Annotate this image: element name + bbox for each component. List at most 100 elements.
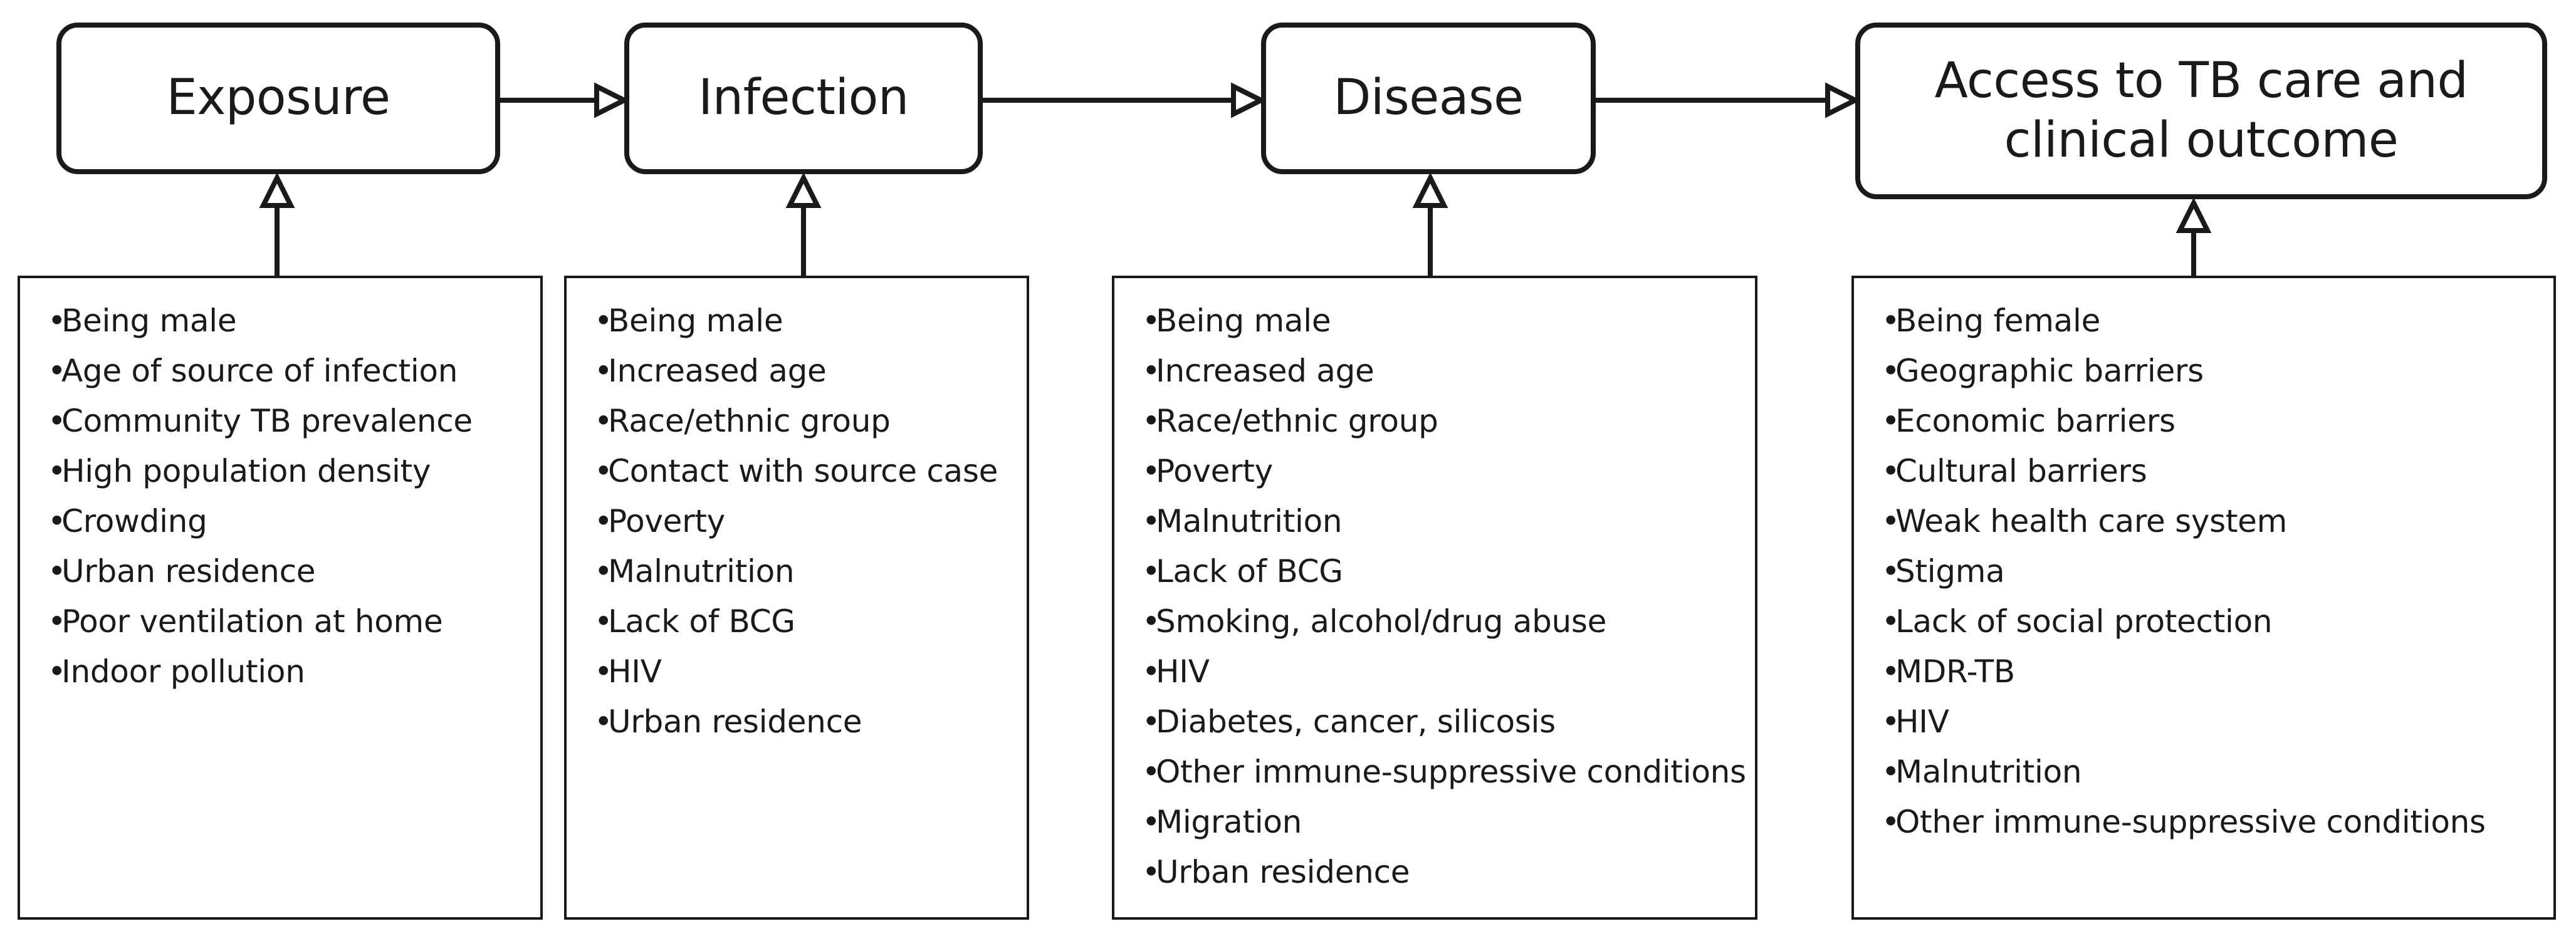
bullet-icon: • <box>48 503 66 539</box>
factor-label: Stigma <box>1895 553 2005 590</box>
list-item: •Smoking, alcohol/drug abuse <box>1142 596 1755 647</box>
list-item: •Crowding <box>48 496 540 546</box>
list-item: •Lack of BCG <box>1142 546 1755 596</box>
bullet-icon: • <box>48 453 66 489</box>
bullet-icon: • <box>1882 453 1900 489</box>
bullet-icon: • <box>1142 854 1161 890</box>
bullet-icon: • <box>48 303 66 339</box>
bullet-icon: • <box>1882 653 1900 690</box>
list-item: •Being male <box>1142 296 1755 346</box>
list-item: •Community TB prevalence <box>48 396 540 446</box>
list-item: •HIV <box>1882 697 2553 747</box>
list-item: •Urban residence <box>1142 847 1755 897</box>
list-item: •HIV <box>1142 647 1755 697</box>
list-item: •Stigma <box>1882 546 2553 596</box>
bullet-icon: • <box>1142 403 1161 439</box>
list-item: •Lack of social protection <box>1882 596 2553 647</box>
bullet-icon: • <box>594 603 613 640</box>
list-item: •Poverty <box>1142 446 1755 496</box>
list-item: •Being male <box>594 296 1027 346</box>
factor-list: •Being male•Increased age•Race/ethnic gr… <box>594 296 1027 747</box>
factor-list: •Being female•Geographic barriers•Econom… <box>1882 296 2553 847</box>
bullet-icon: • <box>48 403 66 439</box>
factor-label: Urban residence <box>61 553 316 590</box>
factor-label: Race/ethnic group <box>608 403 891 439</box>
factor-label: Being male <box>608 303 783 339</box>
bullet-icon: • <box>48 353 66 389</box>
list-item: •Malnutrition <box>1142 496 1755 546</box>
list-item: •Other immune-suppressive conditions <box>1882 797 2553 847</box>
list-item: •Being male <box>48 296 540 346</box>
factor-label: Other immune-suppressive conditions <box>1895 804 2486 840</box>
factor-label: Age of source of infection <box>61 353 458 389</box>
list-item: •HIV <box>594 647 1027 697</box>
list-item: •Race/ethnic group <box>1142 396 1755 446</box>
stage-infection: Infection <box>624 23 983 174</box>
factor-label: Smoking, alcohol/drug abuse <box>1156 603 1607 640</box>
factor-label: Other immune-suppressive conditions <box>1156 754 1746 790</box>
bullet-icon: • <box>594 704 613 740</box>
bullet-icon: • <box>48 603 66 640</box>
factors-infection: •Being male•Increased age•Race/ethnic gr… <box>564 276 1029 920</box>
bullet-icon: • <box>1882 303 1900 339</box>
factor-label: Poverty <box>1156 453 1273 489</box>
bullet-icon: • <box>1882 353 1900 389</box>
list-item: •Other immune-suppressive conditions <box>1142 747 1755 797</box>
factor-label: Poor ventilation at home <box>61 603 443 640</box>
list-item: •Malnutrition <box>1882 747 2553 797</box>
bullet-icon: • <box>1142 704 1161 740</box>
bullet-icon: • <box>1882 403 1900 439</box>
bullet-icon: • <box>1142 653 1161 690</box>
arrowhead-exposure-infection <box>594 82 630 118</box>
bullet-icon: • <box>1882 503 1900 539</box>
factor-label: Indoor pollution <box>61 653 305 690</box>
list-item: •Poor ventilation at home <box>48 596 540 647</box>
list-item: •Urban residence <box>594 697 1027 747</box>
bullet-icon: • <box>1142 754 1161 790</box>
factor-label: Increased age <box>608 353 827 389</box>
list-item: •Poverty <box>594 496 1027 546</box>
factor-label: Urban residence <box>608 704 862 740</box>
list-item: •Increased age <box>1142 346 1755 396</box>
list-item: •Economic barriers <box>1882 396 2553 446</box>
factor-label: HIV <box>1156 653 1210 690</box>
stage-label: Infection <box>698 70 909 127</box>
bullet-icon: • <box>48 653 66 690</box>
factors-exposure: •Being male•Age of source of infection•C… <box>18 276 543 920</box>
factor-label: Race/ethnic group <box>1156 403 1438 439</box>
list-item: •Increased age <box>594 346 1027 396</box>
arrowhead-disease-access <box>1825 82 1861 118</box>
factor-label: Diabetes, cancer, silicosis <box>1156 704 1556 740</box>
factor-label: Increased age <box>1156 353 1374 389</box>
list-item: •Lack of BCG <box>594 596 1027 647</box>
stage-access-to-care: Access to TB care and clinical outcome <box>1855 23 2547 199</box>
factor-label: Poverty <box>608 503 725 539</box>
factor-list: •Being male•Increased age•Race/ethnic gr… <box>1142 296 1755 897</box>
stage-label: Disease <box>1333 70 1524 127</box>
bullet-icon: • <box>594 453 613 489</box>
arrowhead-factors-exposure <box>259 172 295 208</box>
bullet-icon: • <box>594 353 613 389</box>
factor-label: Being male <box>1156 303 1331 339</box>
factor-label: Migration <box>1156 804 1302 840</box>
bullet-icon: • <box>594 503 613 539</box>
factor-label: Economic barriers <box>1895 403 2175 439</box>
bullet-icon: • <box>1142 804 1161 840</box>
factor-label: Lack of BCG <box>608 603 795 640</box>
bullet-icon: • <box>1882 553 1900 590</box>
bullet-icon: • <box>48 553 66 590</box>
factor-label: Malnutrition <box>1895 754 2082 790</box>
factor-label: High population density <box>61 453 431 489</box>
factor-label: Contact with source case <box>608 453 998 489</box>
arrowhead-factors-infection <box>785 172 822 208</box>
factor-label: Malnutrition <box>608 553 795 590</box>
arrowhead-infection-disease <box>1231 82 1267 118</box>
stage-label: Exposure <box>166 70 390 127</box>
bullet-icon: • <box>594 553 613 590</box>
factor-label: Being female <box>1895 303 2101 339</box>
factor-label: Lack of social protection <box>1895 603 2273 640</box>
factor-label: Crowding <box>61 503 207 539</box>
stage-disease: Disease <box>1261 23 1596 174</box>
